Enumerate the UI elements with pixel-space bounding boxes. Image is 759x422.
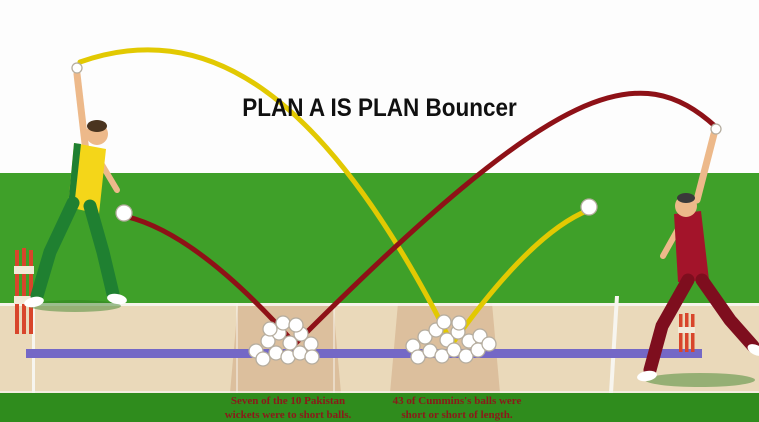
- zone-edge-line-2: [333, 303, 335, 393]
- bowler-right: [637, 130, 759, 387]
- crease-line-right: [609, 296, 619, 393]
- trajectory-end-ball: [580, 198, 598, 216]
- pitch-top-line: [0, 303, 759, 306]
- bounced-ball: [481, 336, 497, 352]
- bowler-left-shirt-trim: [68, 143, 81, 208]
- crease-line-left: [32, 303, 35, 393]
- zone-edge-line-1: [236, 303, 238, 393]
- trajectories: [77, 47, 719, 347]
- stump: [15, 250, 19, 334]
- bowler-left-front-shoe: [24, 296, 44, 308]
- bowler-left-hair: [87, 120, 107, 132]
- field-foreground-strip: [0, 393, 759, 422]
- stumps-left: [14, 248, 34, 334]
- bowler-left-front-leg: [30, 196, 80, 303]
- pitch: [0, 303, 759, 393]
- bounced-ball: [451, 315, 467, 331]
- bowler-right-back-leg: [695, 273, 759, 353]
- bowler-left-shadow: [29, 300, 121, 312]
- bowler-left-back-leg: [83, 199, 120, 301]
- pitch-bottom-line: [0, 391, 759, 393]
- bowler-left-bowling-arm: [73, 70, 90, 156]
- end-balls: [115, 198, 598, 222]
- annotation-left-cluster: Seven of the 10 Pakistan wickets were to…: [224, 395, 352, 422]
- trajectory-yellow-bounce-rise: [449, 207, 592, 347]
- bounced-ball: [417, 329, 433, 345]
- sky-background: [0, 0, 759, 173]
- stump-band: [678, 327, 695, 333]
- annotation-right-cluster: 43 of Cummins's balls were short or shor…: [392, 395, 522, 422]
- bowler-right-back-shoe: [747, 344, 759, 356]
- ball-in-hand: [710, 123, 722, 135]
- bowler-right-shadow: [645, 373, 755, 387]
- bounced-ball: [304, 349, 320, 365]
- bowler-left-back-shoe: [107, 293, 127, 305]
- stump-band: [14, 266, 34, 274]
- bowler-right-torso: [674, 211, 709, 282]
- purple-crease-bar: [26, 349, 702, 358]
- stump: [29, 250, 33, 334]
- page-title: PLAN A IS PLAN Bouncer: [242, 94, 517, 122]
- bounced-ball: [288, 317, 304, 333]
- trajectory-end-ball: [115, 204, 133, 222]
- bounced-ball: [255, 351, 271, 367]
- bounced-ball: [436, 314, 452, 330]
- trajectory-red-descent: [292, 90, 719, 347]
- bounced-ball: [410, 349, 426, 365]
- bounced-ball: [446, 342, 462, 358]
- bounced-ball: [434, 348, 450, 364]
- ball-cluster-left: [248, 315, 320, 367]
- bowler-left: [24, 70, 127, 312]
- bounced-ball: [275, 315, 291, 331]
- stump: [22, 248, 26, 334]
- bounced-ball: [262, 321, 278, 337]
- ball-cluster-right: [405, 314, 497, 365]
- stumps-right: [678, 313, 695, 352]
- bowler-right-bowling-arm: [693, 130, 718, 204]
- bowler-right-front-shoe: [637, 370, 657, 382]
- bounce-zone-right: [390, 303, 500, 393]
- bowler-right-hair: [677, 193, 695, 203]
- stump-band: [14, 296, 34, 304]
- trajectory-red-bounce-rise: [121, 213, 298, 347]
- bowler-right-front-leg: [643, 273, 695, 377]
- hand-balls: [71, 62, 722, 135]
- bounced-ball: [458, 348, 474, 364]
- ball-in-hand: [71, 62, 83, 74]
